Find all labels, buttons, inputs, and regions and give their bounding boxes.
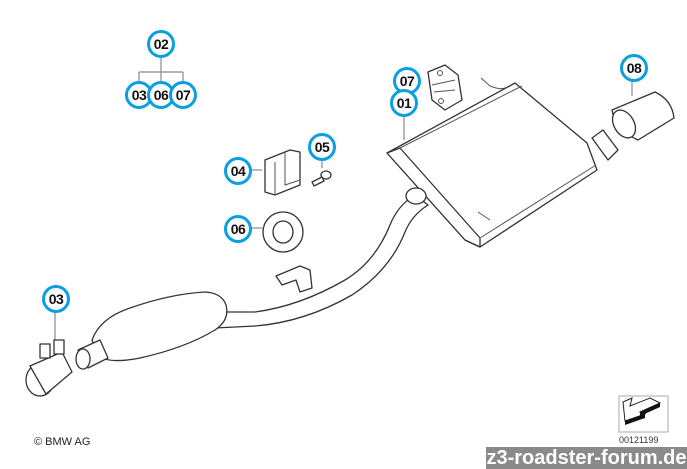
- callout-04[interactable]: 04: [224, 157, 252, 185]
- rear-silencer: [386, 82, 619, 248]
- callout-06[interactable]: 06: [224, 215, 252, 243]
- callout-05[interactable]: 05: [308, 133, 336, 161]
- pipe-hanger: [275, 265, 313, 293]
- callout-08[interactable]: 08: [620, 54, 648, 82]
- callout-03[interactable]: 03: [42, 285, 70, 313]
- center-pipe: [214, 194, 429, 329]
- callout-07-group[interactable]: 07: [169, 81, 197, 109]
- front-silencer: [75, 291, 228, 370]
- rubber-mount: [262, 211, 304, 253]
- front-direction-icon: [618, 395, 669, 433]
- callout-01[interactable]: 01: [390, 89, 418, 117]
- muffler-hook: [480, 77, 506, 90]
- drawing-number: 00121199: [619, 435, 659, 445]
- copyright-label: © BMW AG: [34, 436, 91, 448]
- watermark: z3-roadster-forum.de: [486, 447, 687, 469]
- callout-02[interactable]: 02: [147, 30, 175, 58]
- pipe-clamp: [25, 339, 73, 397]
- bolt: [311, 170, 332, 187]
- clamp-bracket: [264, 149, 301, 196]
- tailpipe-tip: [611, 91, 675, 141]
- group-bracket-lines: [138, 56, 184, 84]
- rubber-bracket: [427, 64, 463, 111]
